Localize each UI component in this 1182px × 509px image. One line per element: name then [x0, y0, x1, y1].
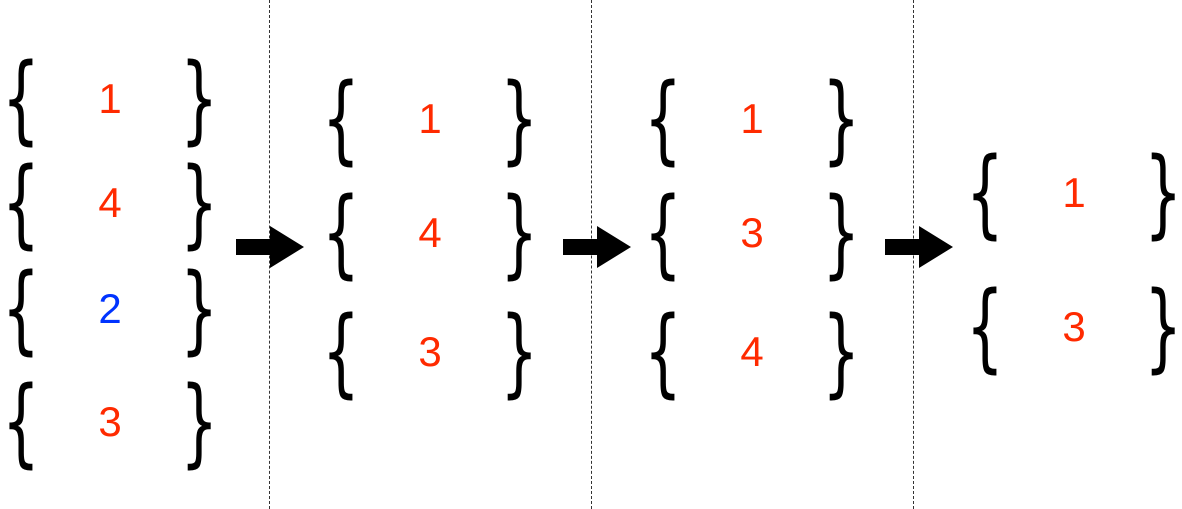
stage-3-item: { 3 } [644, 185, 860, 281]
right-brace: } [822, 296, 860, 408]
item-value: 3 [1062, 303, 1086, 350]
item-value: 1 [1062, 169, 1086, 216]
right-brace: } [1144, 137, 1182, 249]
left-brace: { [322, 296, 360, 408]
left-brace: { [2, 253, 40, 365]
left-brace: { [2, 43, 40, 155]
item-value: 3 [418, 328, 442, 375]
left-brace: { [2, 366, 40, 478]
left-brace: { [644, 177, 682, 289]
left-brace: { [322, 63, 360, 175]
item-value: 4 [740, 328, 764, 375]
stage-2-item: { 3 } [322, 304, 538, 400]
left-brace: { [966, 137, 1004, 249]
right-brace: } [500, 296, 538, 408]
right-arrow-icon [885, 226, 953, 268]
item-value: 1 [98, 75, 122, 122]
stage-1-item: { 4 } [2, 155, 218, 251]
item-value: 4 [418, 209, 442, 256]
right-brace: } [500, 177, 538, 289]
left-brace: { [644, 296, 682, 408]
stage-2-item: { 4 } [322, 185, 538, 281]
item-value: 4 [98, 179, 122, 226]
right-brace: } [180, 366, 218, 478]
right-arrow-icon [563, 226, 631, 268]
right-arrow-icon [236, 226, 304, 268]
stage-2-item: { 1 } [322, 71, 538, 167]
item-value: 1 [418, 95, 442, 142]
stage-1-item-highlighted: { 2 } [2, 261, 218, 357]
stage-1-item: { 1 } [2, 51, 218, 147]
item-value: 1 [740, 95, 764, 142]
item-value: 3 [740, 209, 764, 256]
left-brace: { [2, 147, 40, 259]
stage-3-item: { 1 } [644, 71, 860, 167]
stage-1-item: { 3 } [2, 374, 218, 470]
right-brace: } [180, 43, 218, 155]
stage-3-item: { 4 } [644, 304, 860, 400]
stage-4-item: { 3 } [966, 279, 1182, 375]
item-value: 3 [98, 398, 122, 445]
left-brace: { [644, 63, 682, 175]
item-value: 2 [98, 285, 122, 332]
right-brace: } [500, 63, 538, 175]
right-brace: } [822, 63, 860, 175]
right-brace: } [822, 177, 860, 289]
stage-4-item: { 1 } [966, 145, 1182, 241]
right-brace: } [180, 147, 218, 259]
left-brace: { [966, 271, 1004, 383]
right-brace: } [180, 253, 218, 365]
left-brace: { [322, 177, 360, 289]
right-brace: } [1144, 271, 1182, 383]
